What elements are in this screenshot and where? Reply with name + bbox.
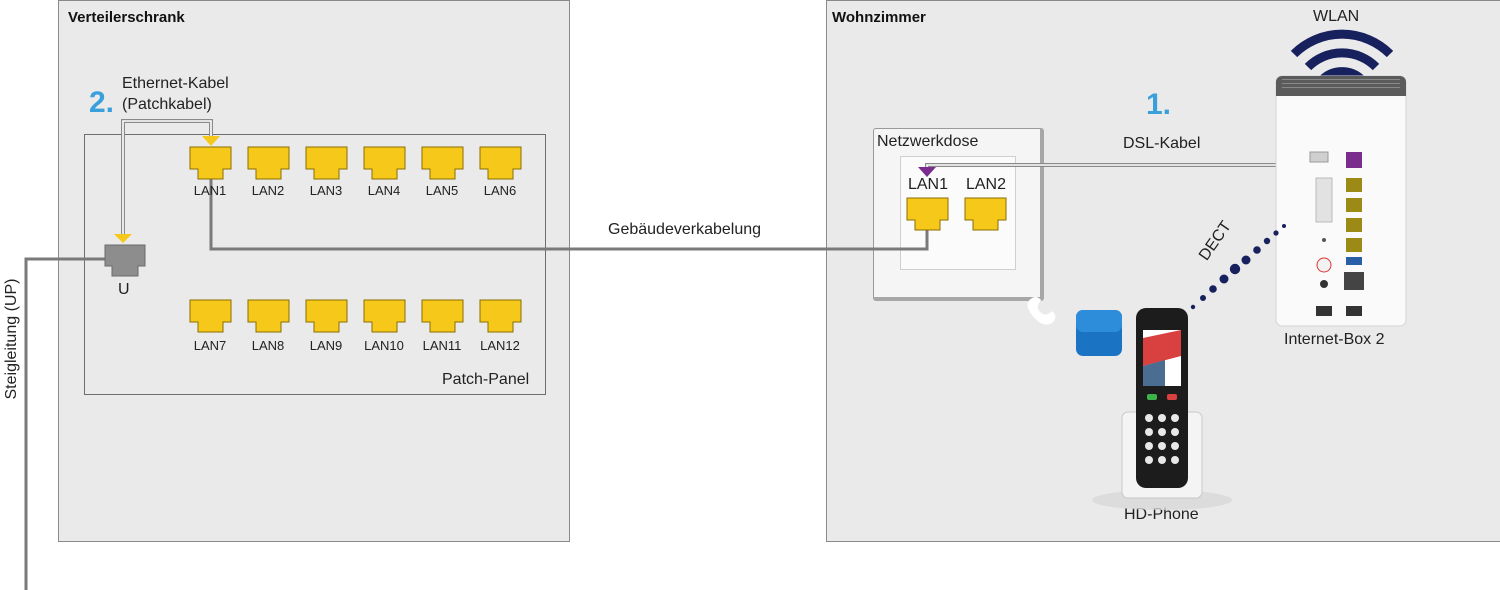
wall-socket-title: Netzwerkdose [877,133,979,150]
ethernet-cable-label: Ethernet-Kabel [122,75,229,92]
patch-port-lan2 [247,146,290,180]
patch-port-label-lan9: LAN9 [309,338,343,353]
patch-port-label-lan4: LAN4 [367,183,401,198]
distribution-cabinet-room [58,0,570,542]
patch-port-lan11 [421,299,464,333]
patch-panel [84,134,546,395]
uplink-port-u [104,244,146,277]
patch-port-label-lan3: LAN3 [309,183,343,198]
patch-port-lan9 [305,299,348,333]
ip-phone-badge-icon [1027,296,1122,356]
wall-socket-port-label-lan2: LAN2 [965,176,1007,193]
patch-port-lan7 [189,299,232,333]
patch-port-lan5 [421,146,464,180]
patch-port-label-lan2: LAN2 [251,183,285,198]
wlan-label: WLAN [1313,8,1360,25]
patch-cable-label: (Patchkabel) [122,96,212,113]
dect-signal-dots [1190,224,1286,310]
router-internet-box [1275,75,1407,327]
patch-port-label-lan5: LAN5 [425,183,459,198]
patch-port-lan8 [247,299,290,333]
patch-cable-arrow-uplink [114,234,132,243]
distribution-cabinet-title: Verteilerschrank [68,9,185,26]
building-cable [209,170,929,251]
dsl-cable-label: DSL-Kabel [1123,135,1201,152]
riser-cable [24,257,106,590]
patch-cable-arrow-lan1 [202,136,220,146]
step-1-number: 1. [1146,88,1172,121]
step-2-number: 2. [89,86,115,119]
wall-socket-jack-lan1 [906,197,949,231]
patch-port-label-lan8: LAN8 [251,338,285,353]
patch-port-lan6 [479,146,522,180]
patch-port-lan3 [305,146,348,180]
hd-phone [1092,308,1232,510]
patch-port-label-lan1: LAN1 [193,183,227,198]
patch-port-lan4 [363,146,406,180]
building-cabling-label: Gebäudeverkabelung [608,221,762,238]
phone-label: HD-Phone [1124,506,1199,523]
uplink-label: U [118,281,130,298]
patch-port-label-lan10: LAN10 [364,338,404,353]
patch-port-label-lan6: LAN6 [483,183,517,198]
wifi-icon [1290,29,1394,84]
patch-port-label-lan7: LAN7 [193,338,227,353]
wall-socket-port-label-lan1: LAN1 [907,176,949,193]
patch-port-lan12 [479,299,522,333]
patch-port-lan10 [363,299,406,333]
wall-socket-jack-lan2 [964,197,1007,231]
patch-port-label-lan12: LAN12 [480,338,520,353]
living-room-title: Wohnzimmer [832,9,926,26]
dsl-cable-arrow-socket [918,167,936,177]
patch-port-lan1 [189,146,232,180]
patch-port-label-lan11: LAN11 [422,338,462,353]
router-label: Internet-Box 2 [1284,331,1385,348]
patch-panel-label: Patch-Panel [442,371,530,388]
